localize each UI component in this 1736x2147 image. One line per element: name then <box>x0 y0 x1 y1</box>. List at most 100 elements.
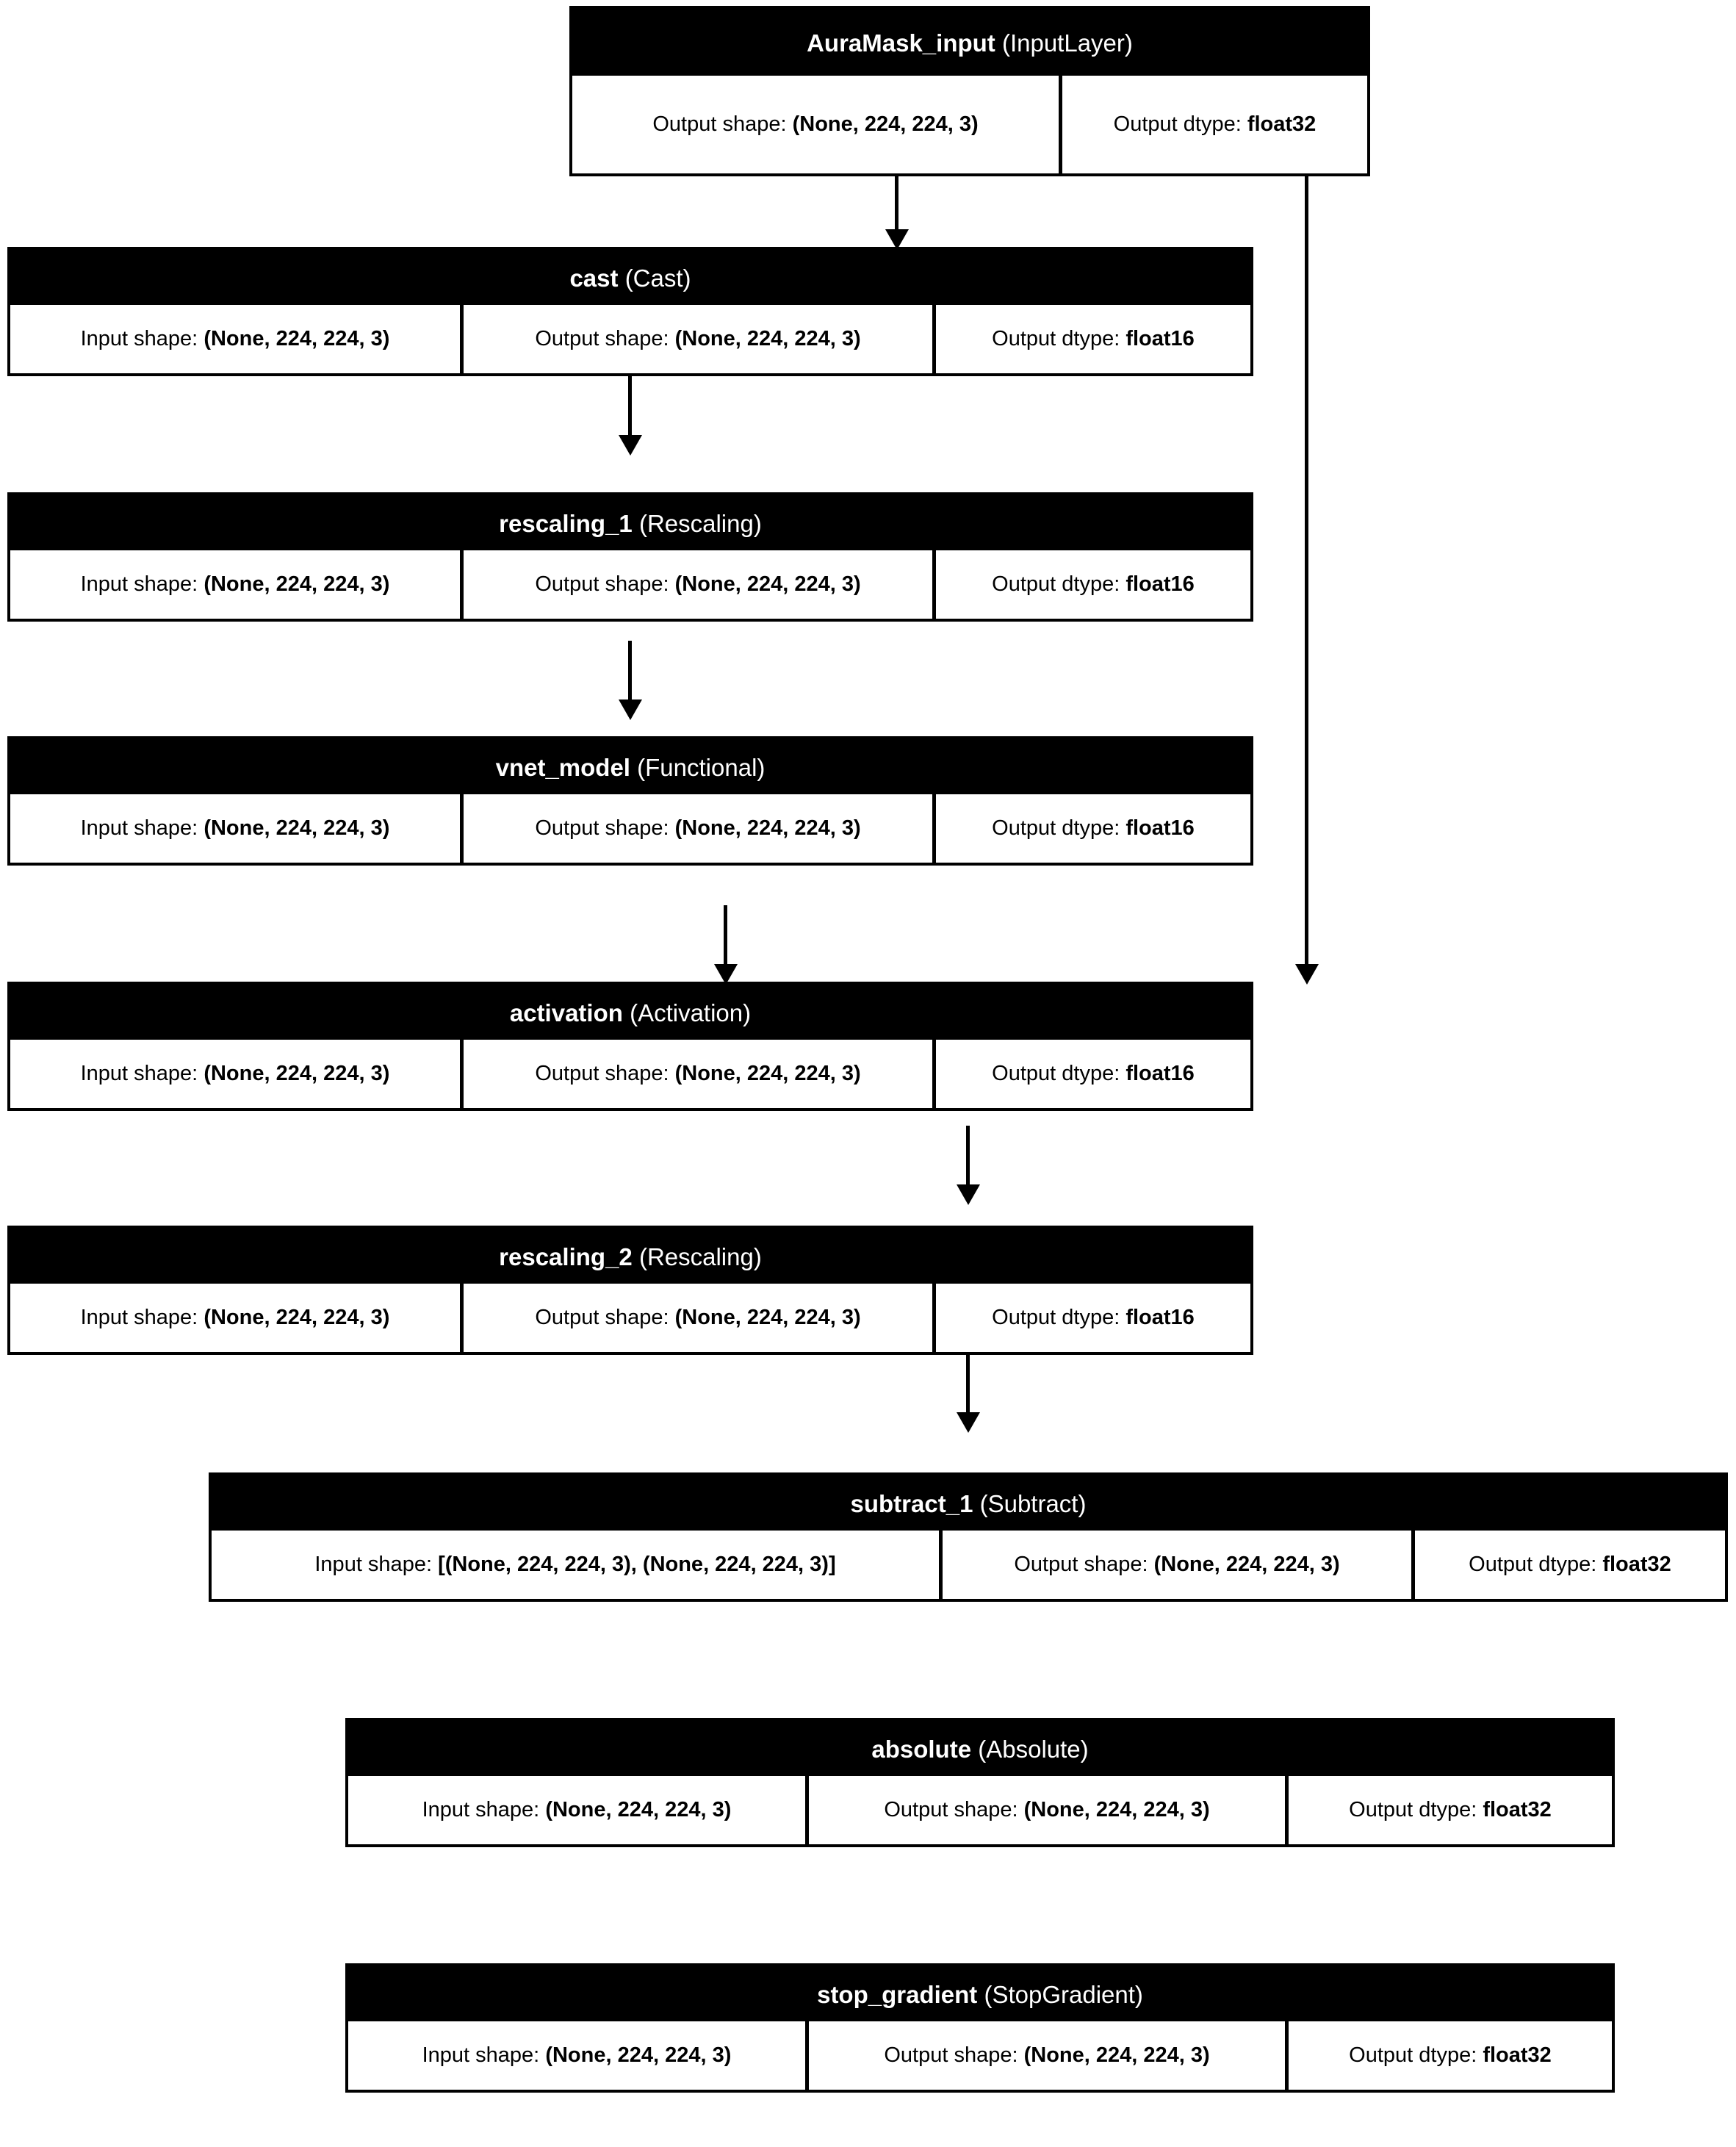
value-input-shape-stop_gradient: (None, 224, 224, 3) <box>545 2043 732 2067</box>
node-name-subtract_1: subtract_1 <box>850 1490 973 1517</box>
cell-output-shape-stop_gradient: Output shape: (None, 224, 224, 3) <box>809 2021 1285 2090</box>
label-input-shape: Input shape: <box>80 816 198 840</box>
node-activation[interactable]: activation (Activation) Input shape: (No… <box>7 982 1253 1111</box>
label-output-dtype: Output dtype: <box>1469 1553 1597 1576</box>
arrowhead-subtract_1-left <box>714 964 738 985</box>
cell-output-dtype-rescaling_1: Output dtype: float16 <box>936 550 1250 619</box>
node-type-stop_gradient: (StopGradient) <box>984 1981 1143 2008</box>
cell-output-shape-vnet_model: Output shape: (None, 224, 224, 3) <box>464 794 932 863</box>
node-name-activation: activation <box>509 999 623 1026</box>
node-name-vnet_model: vnet_model <box>495 754 630 781</box>
label-output-shape: Output shape: <box>535 1306 669 1329</box>
node-rescaling_2[interactable]: rescaling_2 (Rescaling) Input shape: (No… <box>7 1226 1253 1355</box>
value-output-shape-cast: (None, 224, 224, 3) <box>674 327 861 350</box>
node-type-absolute: (Absolute) <box>978 1736 1089 1763</box>
node-name-rescaling_1: rescaling_1 <box>499 510 633 537</box>
value-output-dtype-rescaling_2: float16 <box>1125 1306 1195 1329</box>
node-stop_gradient[interactable]: stop_gradient (StopGradient) Input shape… <box>345 1963 1615 2093</box>
cell-output-dtype-cast: Output dtype: float16 <box>936 305 1250 373</box>
value-input-shape-subtract_1: [(None, 224, 224, 3), (None, 224, 224, 3… <box>438 1553 836 1576</box>
cell-output-dtype-activation: Output dtype: float16 <box>936 1040 1250 1108</box>
label-output-shape: Output shape: <box>535 327 669 350</box>
node-body-activation: Input shape: (None, 224, 224, 3) Output … <box>10 1040 1250 1108</box>
node-absolute[interactable]: absolute (Absolute) Input shape: (None, … <box>345 1718 1615 1847</box>
arrowhead-absolute <box>957 1184 980 1205</box>
value-input-shape-rescaling_1: (None, 224, 224, 3) <box>204 572 390 596</box>
cell-output-shape-subtract_1: Output shape: (None, 224, 224, 3) <box>943 1531 1411 1599</box>
label-output-dtype: Output dtype: <box>992 327 1120 350</box>
node-name-stop_gradient: stop_gradient <box>817 1981 978 2008</box>
label-input-shape: Input shape: <box>80 1306 198 1329</box>
label-output-dtype: Output dtype: <box>992 572 1120 596</box>
node-body-stop_gradient: Input shape: (None, 224, 224, 3) Output … <box>348 2021 1612 2090</box>
value-output-shape-absolute: (None, 224, 224, 3) <box>1023 1798 1210 1821</box>
node-name-absolute: absolute <box>871 1736 972 1763</box>
edge-rescaling_2-to-subtract_1 <box>724 905 727 973</box>
value-output-shape-rescaling_1: (None, 224, 224, 3) <box>674 572 861 596</box>
node-subtract_1[interactable]: subtract_1 (Subtract) Input shape: [(Non… <box>209 1472 1728 1602</box>
label-output-shape: Output shape: <box>1014 1553 1148 1576</box>
value-output-dtype-stop_gradient: float32 <box>1483 2043 1552 2067</box>
value-output-dtype-absolute: float32 <box>1483 1798 1552 1821</box>
edge-cast-to-rescaling_1 <box>628 376 632 444</box>
edge-absolute-to-stop_gradient <box>966 1353 970 1421</box>
cell-output-shape-cast: Output shape: (None, 224, 224, 3) <box>464 305 932 373</box>
cell-input-shape-rescaling_2: Input shape: (None, 224, 224, 3) <box>10 1284 460 1352</box>
value-output-shape-vnet_model: (None, 224, 224, 3) <box>674 816 861 840</box>
node-header-activation: activation (Activation) <box>10 985 1250 1040</box>
label-output-dtype: Output dtype: <box>1113 112 1242 136</box>
cell-output-shape-activation: Output shape: (None, 224, 224, 3) <box>464 1040 932 1108</box>
cell-output-dtype-vnet_model: Output dtype: float16 <box>936 794 1250 863</box>
node-type-vnet_model: (Functional) <box>637 754 766 781</box>
node-type-activation: (Activation) <box>630 999 752 1026</box>
node-header-auramask_input: AuraMask_input (InputLayer) <box>572 9 1367 76</box>
node-cast[interactable]: cast (Cast) Input shape: (None, 224, 224… <box>7 247 1253 376</box>
label-input-shape: Input shape: <box>80 1062 198 1085</box>
node-body-vnet_model: Input shape: (None, 224, 224, 3) Output … <box>10 794 1250 863</box>
node-type-subtract_1: (Subtract) <box>979 1490 1087 1517</box>
arrowhead-cast <box>885 229 909 250</box>
cell-output-dtype-rescaling_2: Output dtype: float16 <box>936 1284 1250 1352</box>
value-output-dtype-subtract_1: float32 <box>1602 1553 1671 1576</box>
cell-input-shape-subtract_1: Input shape: [(None, 224, 224, 3), (None… <box>212 1531 939 1599</box>
cell-output-shape-rescaling_2: Output shape: (None, 224, 224, 3) <box>464 1284 932 1352</box>
value-output-dtype-rescaling_1: float16 <box>1125 572 1195 596</box>
node-auramask_input[interactable]: AuraMask_input (InputLayer) Output shape… <box>569 6 1370 176</box>
value-output-shape-rescaling_2: (None, 224, 224, 3) <box>674 1306 861 1329</box>
node-name-rescaling_2: rescaling_2 <box>499 1243 633 1270</box>
label-output-shape: Output shape: <box>535 572 669 596</box>
node-header-cast: cast (Cast) <box>10 250 1250 305</box>
label-output-shape: Output shape: <box>535 816 669 840</box>
edge-auramask_input-to-subtract_1-skip <box>1305 170 1308 973</box>
value-output-dtype-cast: float16 <box>1125 327 1195 350</box>
value-input-shape-cast: (None, 224, 224, 3) <box>204 327 390 350</box>
label-output-shape: Output shape: <box>884 1798 1018 1821</box>
value-input-shape-absolute: (None, 224, 224, 3) <box>545 1798 732 1821</box>
value-input-shape-vnet_model: (None, 224, 224, 3) <box>204 816 390 840</box>
node-body-absolute: Input shape: (None, 224, 224, 3) Output … <box>348 1776 1612 1844</box>
edge-vnet_model-to-activation <box>628 641 632 708</box>
node-body-rescaling_2: Input shape: (None, 224, 224, 3) Output … <box>10 1284 1250 1352</box>
label-input-shape: Input shape: <box>80 572 198 596</box>
value-output-shape-auramask_input: (None, 224, 224, 3) <box>792 112 979 136</box>
label-output-dtype: Output dtype: <box>992 816 1120 840</box>
node-vnet_model[interactable]: vnet_model (Functional) Input shape: (No… <box>7 736 1253 866</box>
cell-output-dtype-absolute: Output dtype: float32 <box>1289 1776 1612 1844</box>
value-output-dtype-vnet_model: float16 <box>1125 816 1195 840</box>
value-output-shape-activation: (None, 224, 224, 3) <box>674 1062 861 1085</box>
value-output-dtype-activation: float16 <box>1125 1062 1195 1085</box>
cell-input-shape-rescaling_1: Input shape: (None, 224, 224, 3) <box>10 550 460 619</box>
node-header-subtract_1: subtract_1 (Subtract) <box>212 1475 1725 1531</box>
label-input-shape: Input shape: <box>314 1553 433 1576</box>
cell-output-dtype-stop_gradient: Output dtype: float32 <box>1289 2021 1612 2090</box>
node-name-cast: cast <box>569 265 619 292</box>
node-body-subtract_1: Input shape: [(None, 224, 224, 3), (None… <box>212 1531 1725 1599</box>
arrowhead-activation <box>619 700 642 720</box>
label-input-shape: Input shape: <box>422 2043 540 2067</box>
value-output-shape-stop_gradient: (None, 224, 224, 3) <box>1023 2043 1210 2067</box>
value-input-shape-activation: (None, 224, 224, 3) <box>204 1062 390 1085</box>
value-output-dtype-auramask_input: float32 <box>1247 112 1317 136</box>
cell-input-shape-cast: Input shape: (None, 224, 224, 3) <box>10 305 460 373</box>
node-rescaling_1[interactable]: rescaling_1 (Rescaling) Input shape: (No… <box>7 492 1253 622</box>
node-header-stop_gradient: stop_gradient (StopGradient) <box>348 1966 1612 2021</box>
